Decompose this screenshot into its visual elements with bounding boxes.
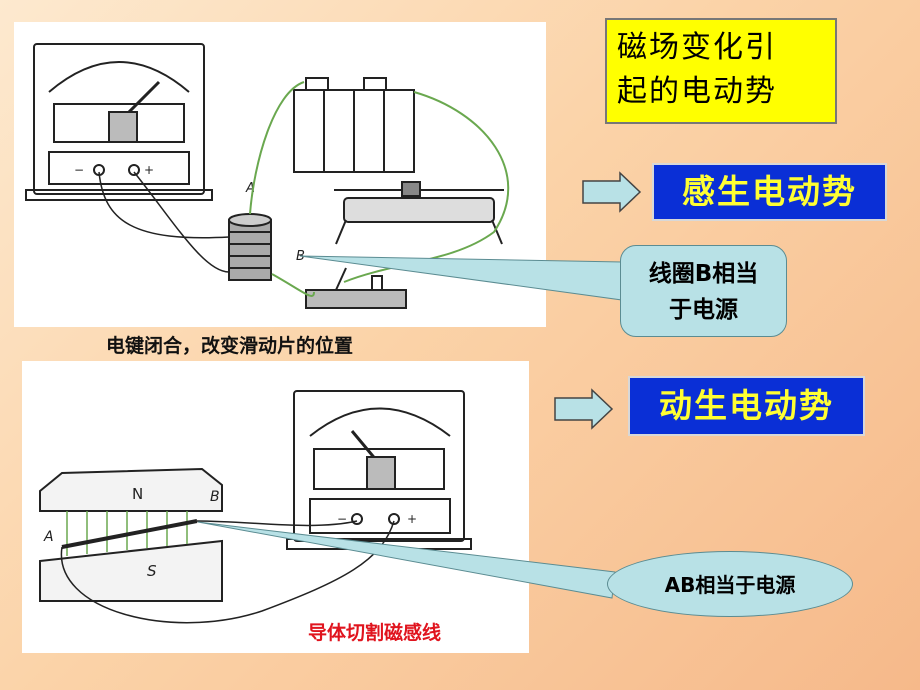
top-experiment-image: − + A B: [14, 22, 546, 327]
bottom-experiment-image: N S A B − +: [22, 361, 529, 653]
meter-minus-label: −: [337, 512, 347, 526]
rod-source-callout: AB相当于电源: [607, 551, 853, 617]
conductor-cutting-field-illustration: N S A B − +: [39, 390, 472, 624]
slide-title: 磁场变化引 起的电动势: [605, 18, 837, 124]
meter-plus-label: +: [144, 163, 154, 177]
switch-icon: [305, 267, 407, 309]
coil-a-label: A: [245, 181, 255, 196]
meter-leads: [60, 520, 395, 624]
callout-top-line-1: 线圈B相当: [648, 261, 759, 287]
bottom-image-caption: 导体切割磁感线: [308, 622, 442, 644]
meter-leads: [98, 171, 230, 273]
motional-emf-label: 动生电动势: [628, 376, 865, 436]
meter-minus-label: −: [74, 163, 84, 177]
magnet-s-label: S: [147, 562, 157, 580]
coil-source-callout: 线圈B相当 于电源: [620, 245, 787, 337]
title-line-1: 磁场变化引: [617, 30, 777, 65]
callout-top-pointer: [299, 255, 623, 301]
arrow-right-icon: [554, 388, 614, 430]
galvanometer-icon: [25, 43, 213, 201]
top-image-caption: 电键闭合，改变滑动片的位置: [106, 335, 354, 357]
title-line-2: 起的电动势: [617, 74, 777, 109]
rod-b-label: B: [210, 489, 220, 505]
meter-plus-label: +: [407, 512, 417, 526]
battery-icon: [293, 77, 415, 173]
conductor-rod: [61, 519, 198, 549]
callout-bottom-pointer: [197, 521, 616, 599]
magnet-n-label: N: [132, 485, 143, 503]
arrow-right-icon: [582, 171, 642, 213]
callout-top-line-2: 于电源: [669, 297, 738, 323]
coil-rheostat-circuit-illustration: − + A B: [25, 43, 510, 309]
galvanometer-icon: [286, 390, 472, 550]
magnet-icon: [39, 467, 223, 602]
induced-emf-label: 感生电动势: [652, 163, 887, 221]
rod-a-label: A: [43, 529, 54, 545]
rheostat-icon: [334, 181, 504, 245]
